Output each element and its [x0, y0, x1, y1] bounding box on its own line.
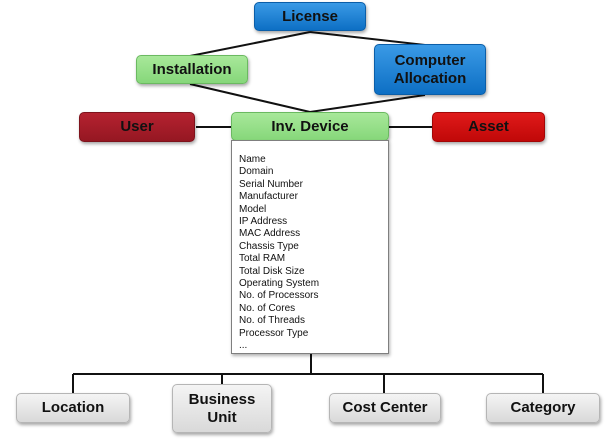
attribute-item: Operating System: [239, 278, 320, 290]
attribute-item: Domain: [239, 166, 274, 178]
connector-installation-device: [189, 83, 311, 113]
attribute-item: Manufacturer: [239, 191, 298, 203]
attribute-item: Processor Type: [239, 327, 309, 339]
computer-allocation-node[interactable]: Computer Allocation: [374, 44, 486, 95]
attribute-item: Model: [239, 203, 267, 215]
user-node[interactable]: User: [79, 112, 195, 142]
attribute-item: Serial Number: [239, 178, 303, 190]
attribute-item: IP Address: [239, 216, 288, 228]
attribute-item: No. of Processors: [239, 290, 319, 302]
attribute-item: No. of Threads: [239, 315, 305, 327]
attribute-item: MAC Address: [239, 228, 301, 240]
attribute-item: Name: [239, 154, 266, 165]
location-node[interactable]: Location: [16, 393, 130, 423]
inv-device-attributes: Name Domain Serial Number Manufacturer M…: [231, 140, 389, 354]
installation-node[interactable]: Installation: [136, 55, 248, 84]
asset-node[interactable]: Asset: [432, 112, 545, 142]
connector-license-allocation: [309, 31, 426, 46]
attribute-item: No. of Cores: [239, 302, 296, 314]
attribute-item: Total RAM: [239, 253, 286, 265]
attribute-item: ...: [239, 340, 248, 352]
connector-allocation-device: [309, 94, 426, 113]
attribute-item: Total Disk Size: [239, 265, 305, 277]
connector-license-installation: [189, 31, 311, 57]
business-unit-node[interactable]: Business Unit: [172, 384, 272, 433]
inv-device-node[interactable]: Inv. Device: [231, 112, 389, 141]
category-node[interactable]: Category: [486, 393, 600, 423]
license-node[interactable]: License: [254, 2, 366, 31]
cost-center-node[interactable]: Cost Center: [329, 393, 441, 423]
attribute-item: Chassis Type: [239, 240, 299, 252]
